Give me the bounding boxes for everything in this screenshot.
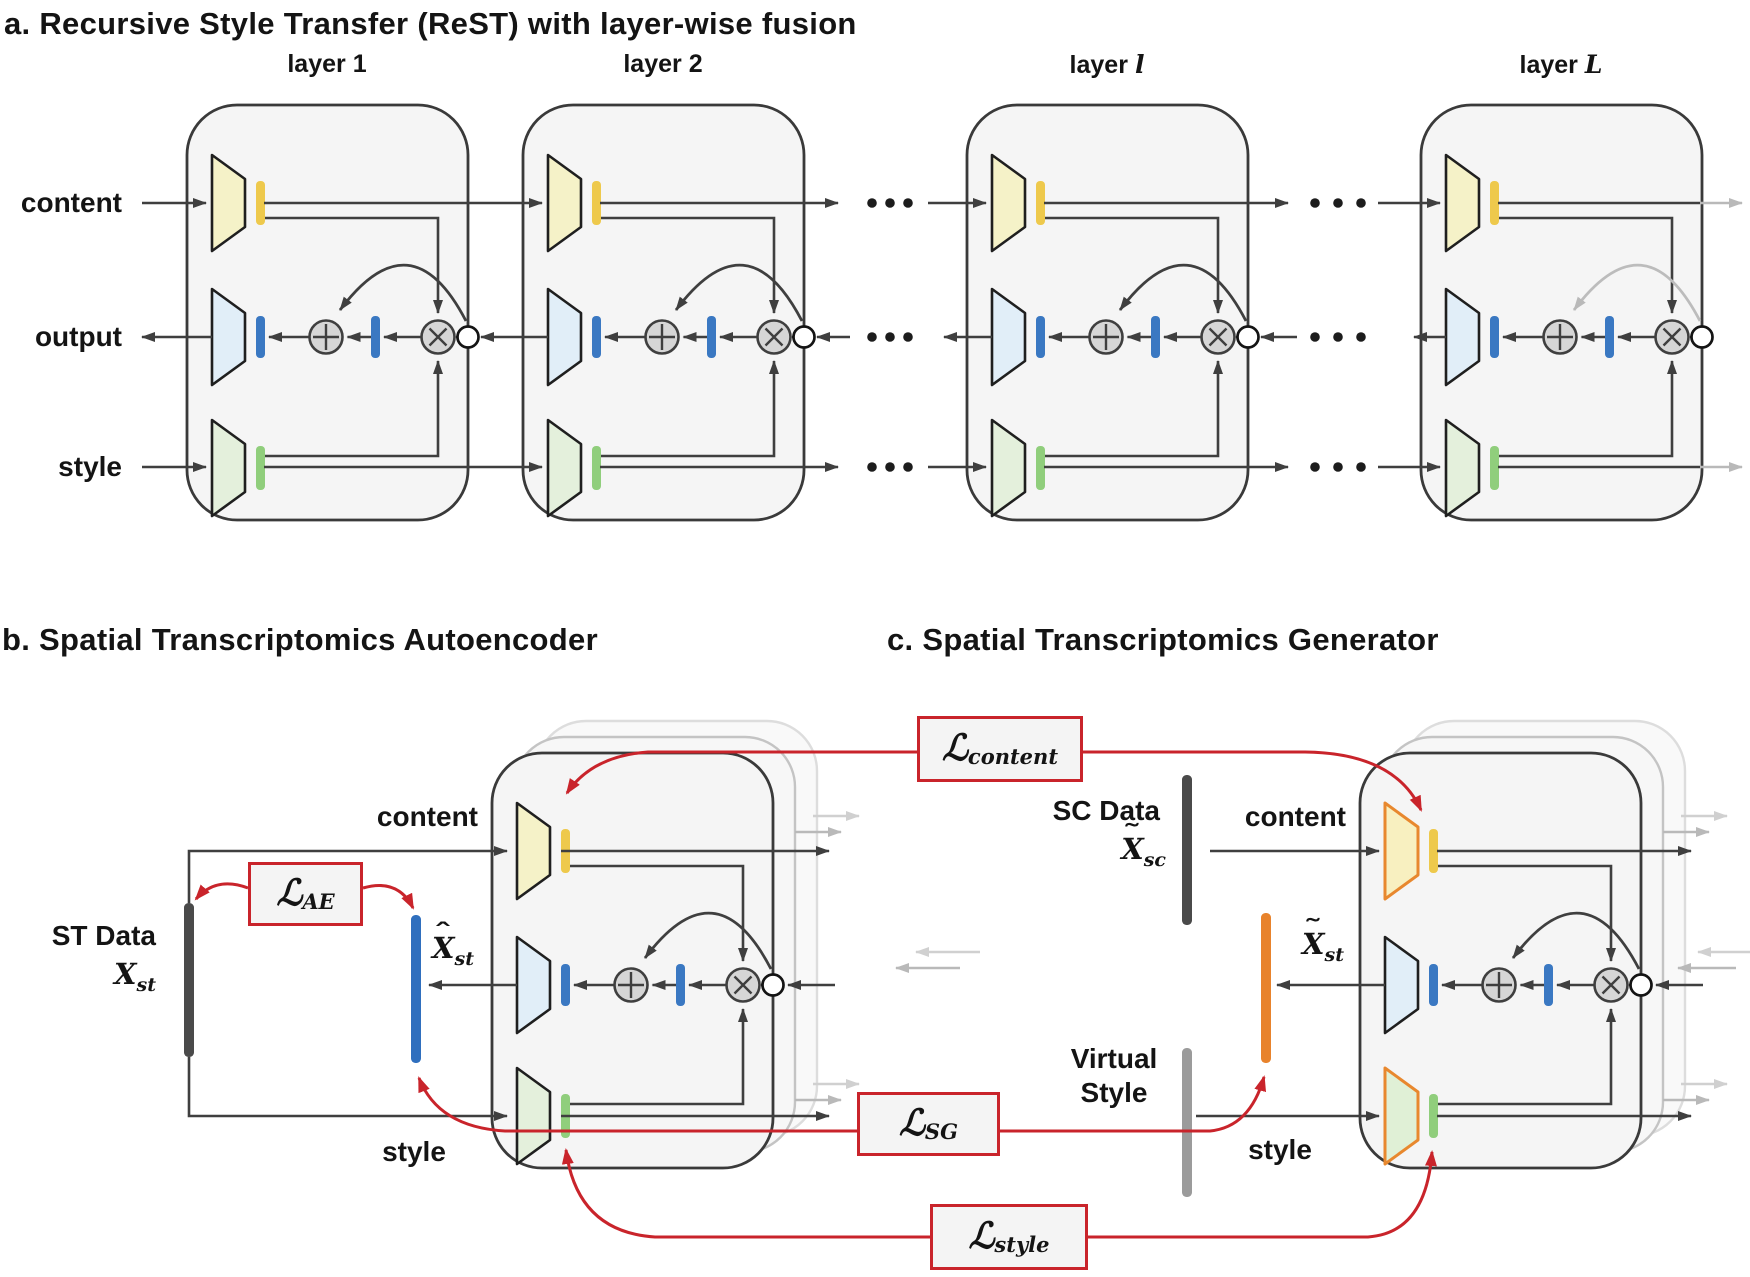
row-label-content: content: [20, 187, 122, 218]
x-tilde-st-bar: [1261, 913, 1271, 1063]
loss-content-left-arrow: [565, 750, 917, 795]
loss-content-right-arrow: [1083, 750, 1423, 812]
row-label-output: output: [34, 321, 122, 352]
panel-c-content-label: content: [1244, 801, 1346, 832]
ellipsis-dots-icon: [867, 198, 1366, 472]
panel-b-autoencoder: [184, 719, 980, 1168]
loss-content-box: ℒcontent: [917, 716, 1083, 782]
virtual-style-label: Virtual Style: [1070, 1043, 1158, 1108]
loss-ae-to-xhat-arrow: [362, 884, 415, 910]
panel-b-style-label: style: [382, 1136, 446, 1167]
loss-sg-right-arrow: [1000, 1075, 1266, 1133]
loss-style-box: ℒstyle: [930, 1204, 1088, 1270]
panel-c-generator: [1182, 719, 1750, 1197]
loss-ae-box: ℒAE: [248, 862, 363, 926]
loss-sg-left-arrow: [417, 1076, 857, 1133]
sc-data-var: ˜Xsc: [1121, 819, 1166, 871]
x-tilde-st-label: ˜Xst: [1302, 914, 1344, 966]
panel-c-title: c. Spatial Transcriptomics Generator: [887, 622, 1439, 657]
panel-a-connectors: [141, 198, 1743, 472]
panel-b-title: b. Spatial Transcriptomics Autoencoder: [2, 622, 598, 657]
loss-sg-box: ℒSG: [857, 1092, 1000, 1156]
panel-c-style-label: style: [1248, 1134, 1312, 1165]
st-data-var: Xst: [114, 957, 156, 996]
x-hat-st-bar: [411, 915, 421, 1063]
panel-a-title: a. Recursive Style Transfer (ReST) with …: [4, 6, 857, 41]
virtual-style-bar: [1182, 1048, 1192, 1197]
st-data-label: ST Data: [51, 920, 156, 951]
panel-a-layers: [187, 105, 1713, 520]
loss-style-right-arrow: [1088, 1150, 1437, 1239]
sc-data-bar: [1182, 775, 1192, 925]
row-label-style: style: [58, 451, 122, 482]
loss-style-left-arrow: [561, 1148, 930, 1239]
loss-connectors: [194, 750, 1437, 1239]
loss-ae-to-st-arrow: [194, 882, 249, 901]
panel-b-content-label: content: [376, 801, 478, 832]
sc-data-label: SC Data: [1052, 795, 1160, 826]
st-data-bar: [184, 903, 194, 1057]
